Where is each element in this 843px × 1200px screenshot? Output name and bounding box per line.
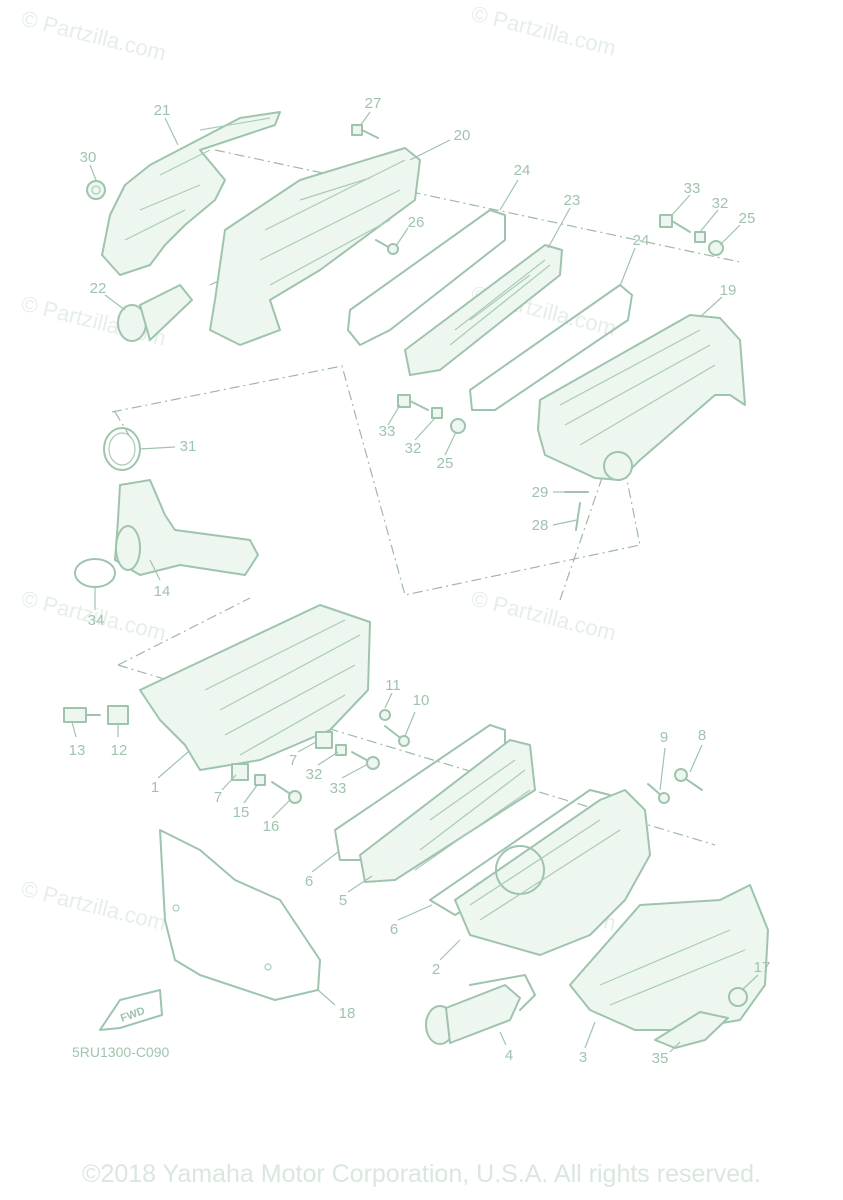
callout-24: 24 — [633, 232, 650, 249]
callout-5: 5 — [339, 892, 347, 909]
callout-25: 25 — [739, 210, 756, 227]
callout-11: 11 — [385, 677, 401, 694]
watermark-text: © Partzilla.com — [19, 876, 169, 936]
callout-10: 10 — [413, 692, 430, 709]
callout-22: 22 — [90, 280, 107, 297]
watermarks: © Partzilla.com © Partzilla.com © Partzi… — [19, 1, 619, 936]
callout-1: 1 — [151, 779, 159, 796]
part-30-grommet — [86, 180, 106, 200]
callout-34: 34 — [88, 612, 105, 629]
callout-33: 33 — [330, 780, 347, 797]
part-1-case — [139, 604, 371, 771]
part-9-bolt — [647, 783, 670, 804]
fwd-arrow-icon: FWD — [99, 989, 163, 1031]
part-15-collar — [254, 774, 266, 786]
part-17-grommet — [728, 987, 748, 1007]
callout-19: 19 — [720, 282, 737, 299]
part-28-drain — [575, 502, 581, 531]
callout-29: 29 — [532, 484, 549, 501]
callout-24: 24 — [514, 162, 531, 179]
part-14-duct — [114, 479, 259, 576]
callout-15: 15 — [233, 804, 250, 821]
watermark-text: © Partzilla.com — [469, 586, 619, 646]
callout-12: 12 — [111, 742, 128, 759]
callout-25: 25 — [437, 455, 454, 472]
callout-7: 7 — [289, 752, 297, 769]
part-7-grommet-b — [231, 763, 249, 781]
part-24-gasket-upper — [347, 209, 506, 346]
part-4-inlet — [425, 974, 536, 1045]
part-23-filter — [404, 244, 563, 376]
callout-14: 14 — [154, 583, 171, 600]
part-2-case — [454, 789, 651, 956]
part-12-spring — [107, 705, 129, 725]
part-26-bolt — [375, 239, 399, 255]
part-22-joint — [117, 284, 193, 342]
callout-28: 28 — [532, 517, 549, 534]
callout-8: 8 — [698, 727, 706, 744]
callout-17: 17 — [754, 959, 771, 976]
callout-35: 35 — [652, 1050, 669, 1067]
part-16-bolt — [271, 781, 302, 804]
part-32-collar-middle — [431, 407, 443, 419]
callout-32: 32 — [712, 195, 729, 212]
part-8-bolt — [674, 768, 703, 791]
callout-18: 18 — [339, 1005, 356, 1022]
callout-2: 2 — [432, 961, 440, 978]
part-13-fitting — [63, 707, 101, 723]
part-33-bolt-lower — [351, 751, 380, 770]
part-21-cover — [101, 111, 281, 276]
part-3-cover — [569, 884, 769, 1031]
leader-lines — [71, 111, 759, 1053]
callout-32: 32 — [306, 766, 323, 783]
part-10-bolt — [384, 725, 410, 747]
callout-27: 27 — [365, 95, 382, 112]
part-32-collar-upper — [694, 231, 706, 243]
callout-6: 6 — [305, 873, 313, 890]
part-32-collar-lower — [335, 744, 347, 756]
part-20-case — [209, 147, 421, 346]
part-33-bolt-middle — [397, 394, 429, 411]
part-31-clamp — [103, 427, 141, 471]
callout-6: 6 — [390, 921, 398, 938]
callout-33: 33 — [684, 180, 701, 197]
callout-13: 13 — [69, 742, 86, 759]
callout-33: 33 — [379, 423, 396, 440]
callout-16: 16 — [263, 818, 280, 835]
callout-31: 31 — [180, 438, 197, 455]
watermark-text: © Partzilla.com — [469, 1, 619, 61]
part-7-grommet — [315, 731, 333, 749]
callout-23: 23 — [564, 192, 581, 209]
callout-21: 21 — [154, 102, 171, 119]
part-11-washer — [379, 709, 391, 721]
part-25-grommet-upper — [708, 240, 724, 256]
part-34-clamp — [74, 558, 116, 588]
copyright-notice: ©2018 Yamaha Motor Corporation, U.S.A. A… — [82, 1160, 761, 1188]
callout-20: 20 — [454, 127, 471, 144]
part-19-cover — [537, 314, 746, 481]
part-27-bolt — [351, 124, 379, 139]
diagram-code: 5RU1300-C090 — [72, 1044, 169, 1060]
callout-30: 30 — [80, 149, 97, 166]
part-18-panel — [159, 829, 321, 1001]
callout-26: 26 — [408, 214, 425, 231]
part-35-trim — [654, 1011, 729, 1049]
callout-3: 3 — [579, 1049, 587, 1066]
callout-9: 9 — [660, 729, 668, 746]
part-33-bolt-upper — [659, 214, 691, 233]
callout-7: 7 — [214, 789, 222, 806]
callout-4: 4 — [505, 1047, 513, 1064]
part-25-grommet-middle — [450, 418, 466, 434]
watermark-text: © Partzilla.com — [19, 6, 169, 66]
callout-numbers: 21 27 20 30 24 23 33 32 25 26 24 19 22 3… — [69, 95, 771, 1067]
part-5-element — [359, 739, 536, 883]
callout-32: 32 — [405, 440, 422, 457]
